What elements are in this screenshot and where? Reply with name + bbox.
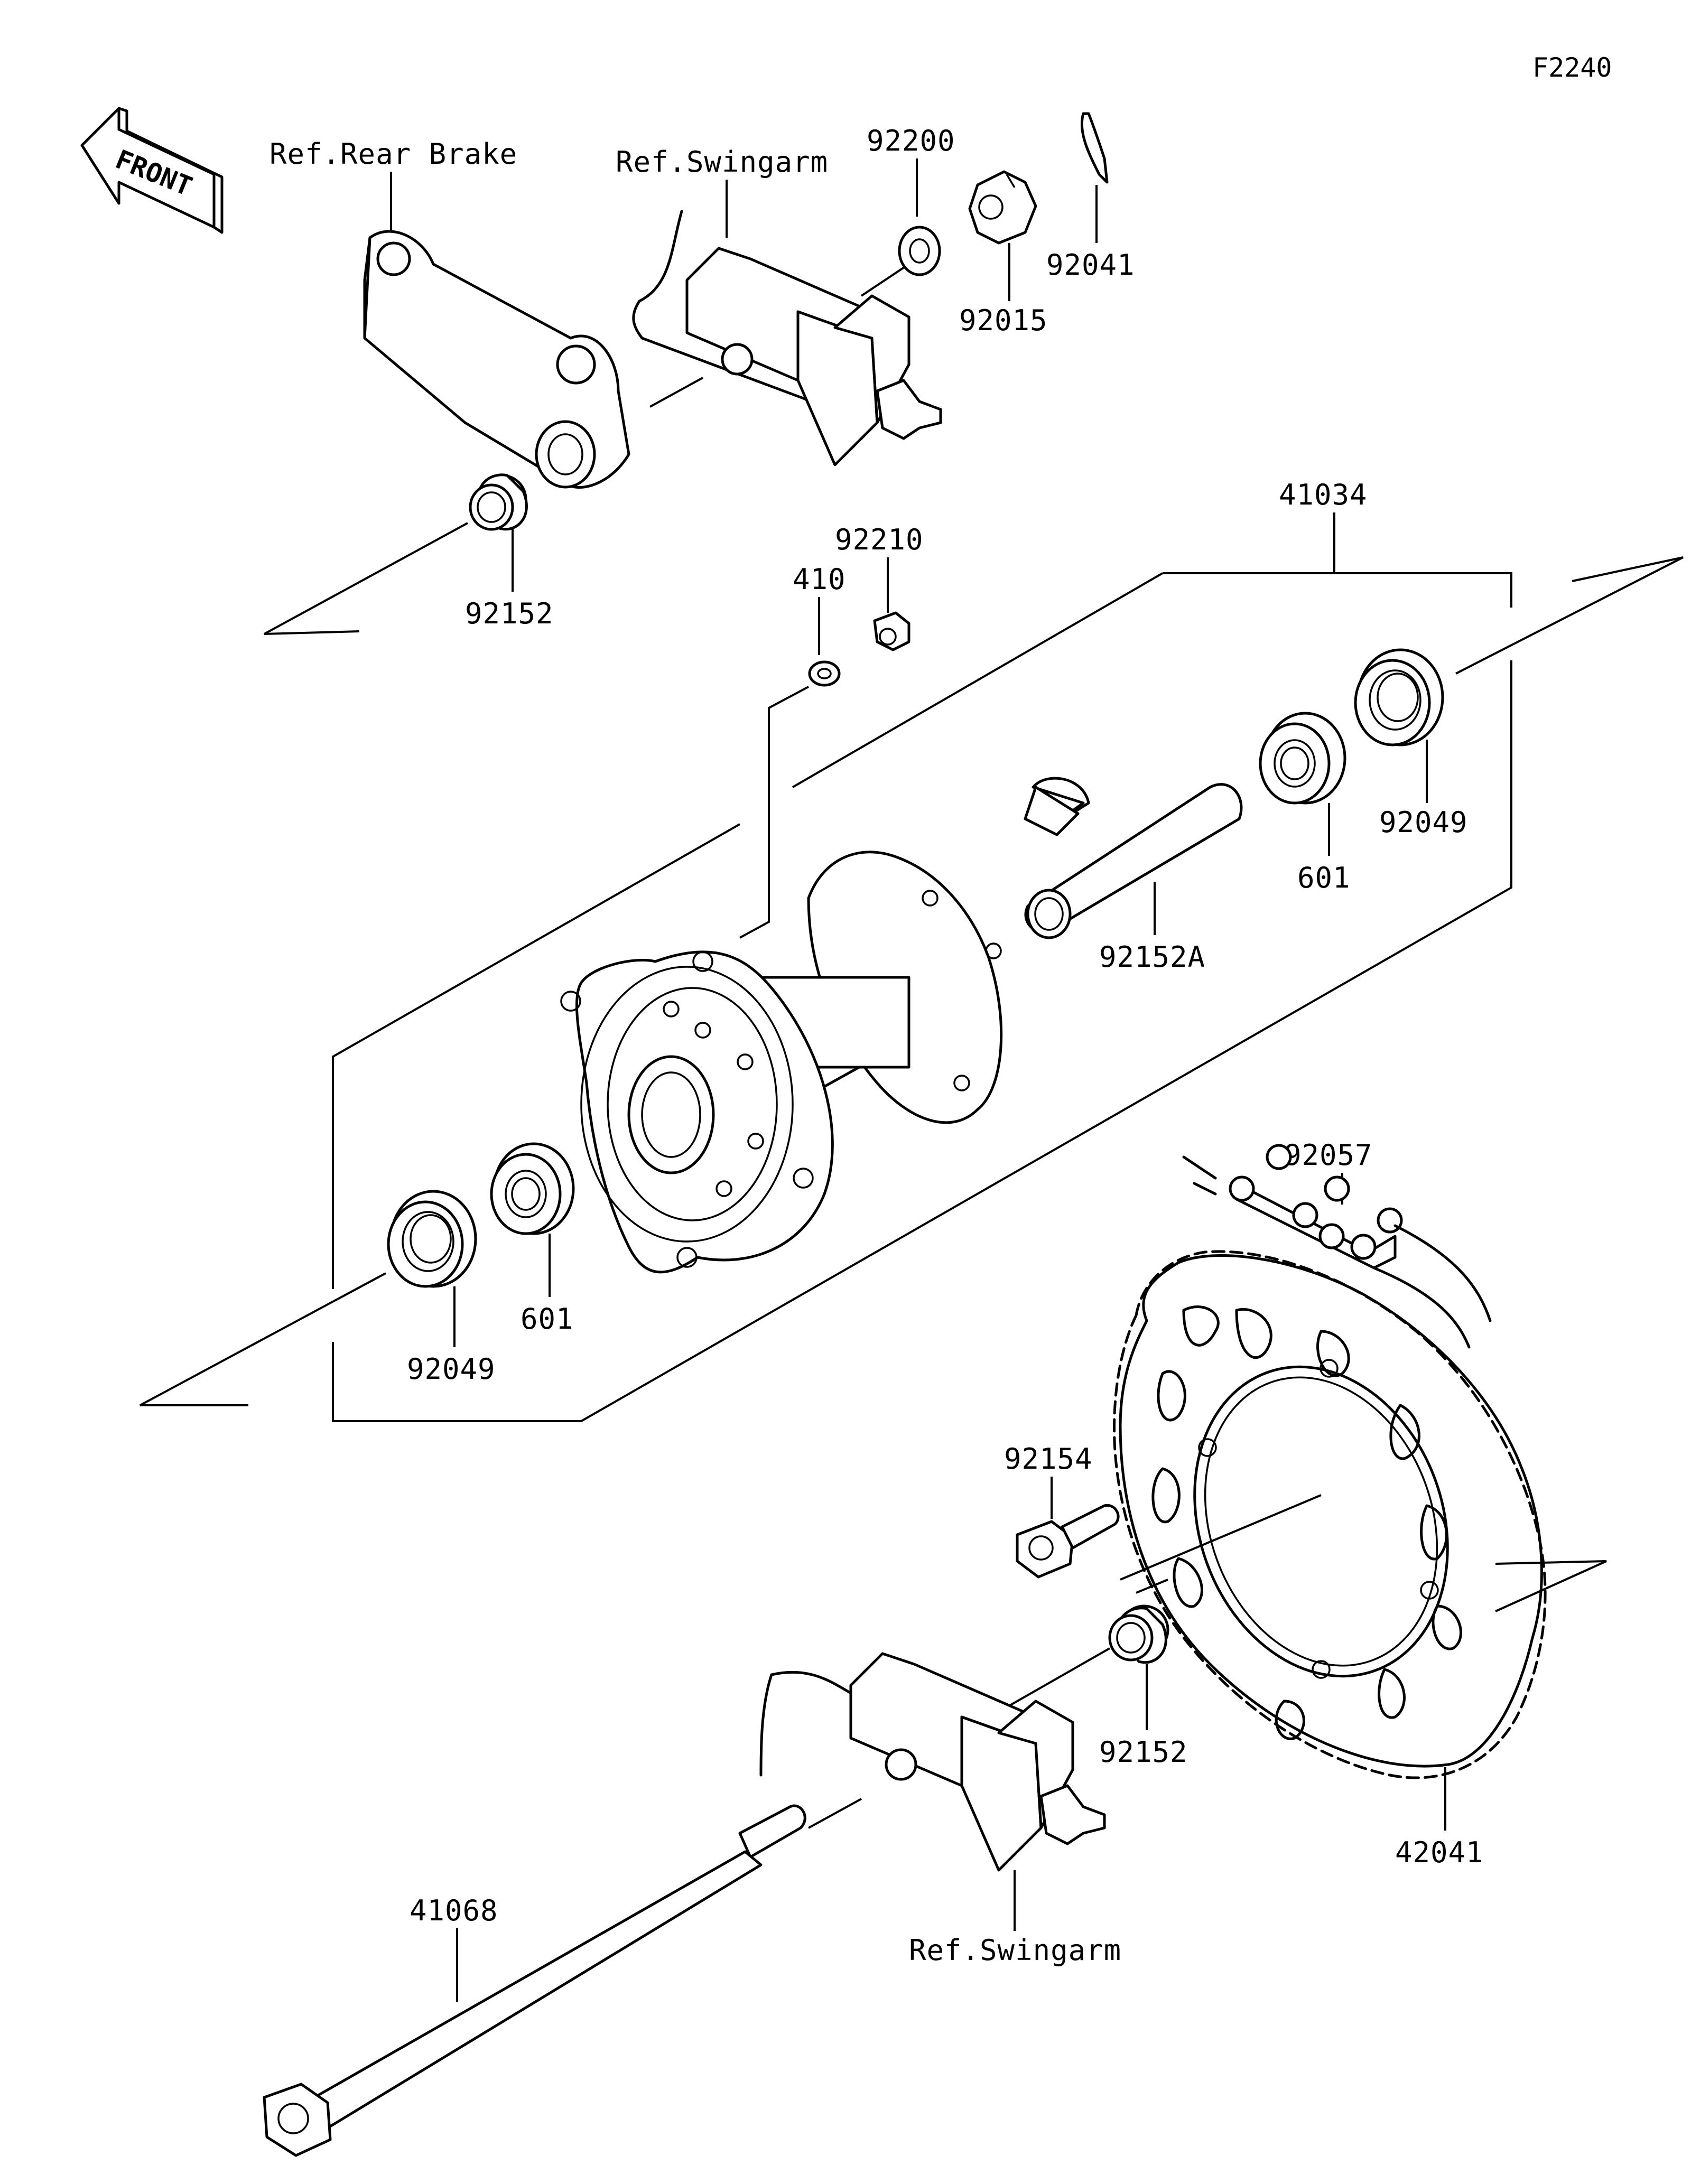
- leader-line: [739, 686, 809, 939]
- leader-line: [808, 1798, 862, 1829]
- part-number-92152-bottom: 92152: [1099, 1735, 1188, 1769]
- sprocket-42041: [1113, 1250, 1547, 1779]
- oil-seal-92049-left: [387, 1190, 477, 1288]
- drive-chain-92057: [1182, 1144, 1492, 1349]
- part-number-92015: 92015: [959, 304, 1048, 337]
- part-number-92057: 92057: [1284, 1138, 1373, 1172]
- part-number-92152-top: 92152: [465, 597, 554, 630]
- part-number-92210: 92210: [835, 523, 924, 556]
- axle-axis-line: [264, 522, 468, 635]
- part-number-41034: 41034: [1279, 478, 1368, 511]
- collar-92152-top: [469, 473, 528, 531]
- part-number-92154: 92154: [1004, 1442, 1093, 1476]
- washer-92200: [898, 226, 941, 276]
- axle-axis-line: [1455, 556, 1684, 675]
- bearing-601-right: [1259, 712, 1346, 805]
- leader-line: [860, 263, 910, 297]
- part-number-92049-left: 92049: [407, 1352, 496, 1386]
- axle-axis-line: [140, 1272, 386, 1406]
- part-number-41068: 41068: [410, 1894, 498, 1927]
- ref-swingarm-bottom-label: Ref.Swingarm: [909, 1934, 1121, 1967]
- rear-brake-bracket: [363, 230, 630, 489]
- part-number-92200: 92200: [867, 124, 955, 157]
- assembly-bracket: [1163, 572, 1512, 608]
- swingarm-end-top: [632, 210, 942, 466]
- assembly-bracket: [792, 572, 1164, 788]
- assembly-bracket: [332, 660, 1512, 1422]
- cotter-pin-92041: [1080, 112, 1109, 184]
- front-arrow-icon: FRONT: [80, 107, 224, 234]
- assembly-bracket: [332, 823, 740, 1289]
- axle-41068: [263, 1804, 806, 2157]
- axle-axis-line: [998, 1647, 1110, 1713]
- part-number-92049-right: 92049: [1379, 806, 1468, 839]
- leader-line: [649, 377, 703, 408]
- figure-code: F2240: [1532, 52, 1612, 83]
- part-number-601-left: 601: [521, 1302, 574, 1336]
- castle-nut-92015: [968, 170, 1037, 245]
- oil-seal-92049-right: [1354, 648, 1444, 746]
- washer-410: [808, 660, 841, 687]
- axle-axis-line: [1120, 1494, 1322, 1581]
- axle-axis-line: [1495, 1560, 1607, 1612]
- part-number-92152A: 92152A: [1099, 940, 1205, 974]
- part-number-601-right: 601: [1297, 861, 1351, 894]
- part-number-410: 410: [793, 563, 846, 596]
- swingarm-end-bottom: [759, 1652, 1106, 1872]
- part-number-42041: 42041: [1395, 1836, 1484, 1869]
- axle-axis-line: [1136, 1579, 1168, 1594]
- ref-rear-brake-label: Ref.Rear Brake: [270, 137, 517, 171]
- bearing-601-left: [490, 1142, 575, 1235]
- nipple-92210: [873, 611, 910, 651]
- collar-92152-bottom: [1108, 1604, 1169, 1664]
- spacer-92152A: [1024, 777, 1243, 939]
- sprocket-bolt-92154: [1016, 1504, 1120, 1579]
- part-number-92041: 92041: [1046, 248, 1135, 282]
- rear-hub: [560, 851, 1003, 1274]
- ref-swingarm-top-label: Ref.Swingarm: [616, 145, 828, 179]
